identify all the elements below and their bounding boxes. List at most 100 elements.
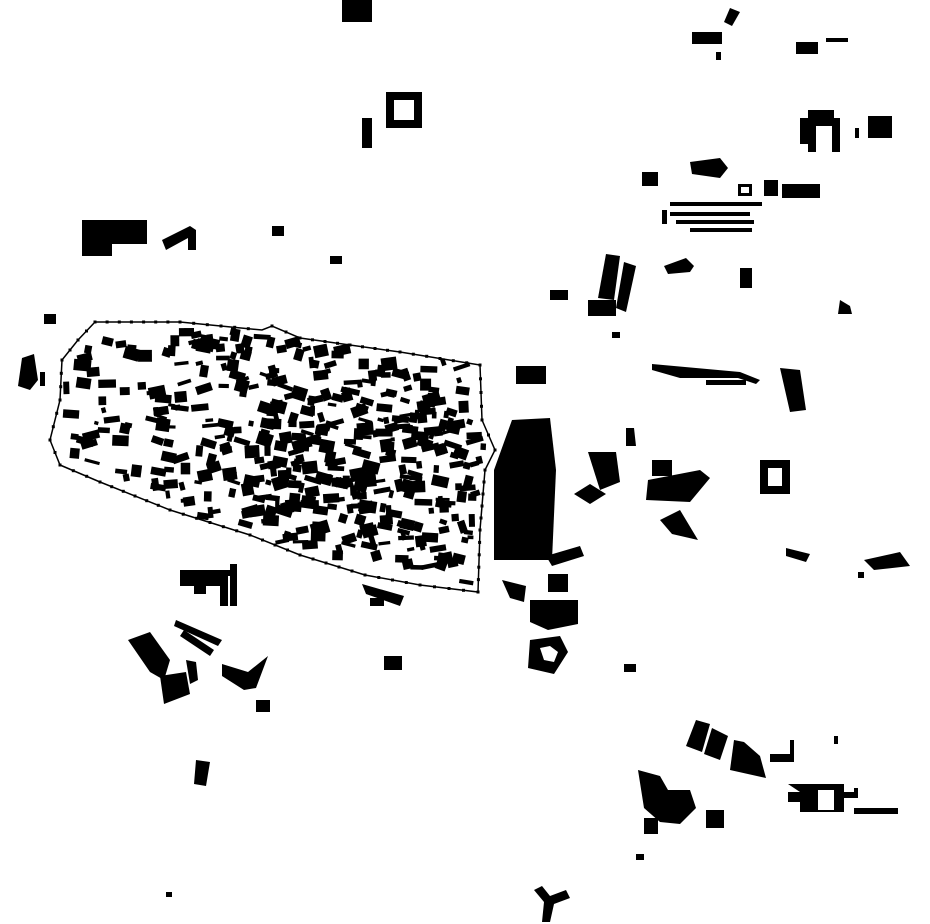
building [458,400,469,413]
building [327,465,345,472]
building [163,479,179,489]
building [180,570,234,606]
building [379,514,394,526]
building [357,470,376,485]
building [401,456,417,464]
building [530,600,578,630]
building [670,212,750,216]
building [716,52,721,60]
building [430,474,450,489]
building [706,810,724,828]
building [429,544,447,553]
building [652,364,760,384]
wall-tower [93,320,97,324]
building [82,244,112,256]
wall-tower [398,350,402,354]
building [225,468,233,481]
building [167,345,176,357]
wall-tower [465,361,469,365]
building [170,335,180,347]
building [264,445,271,456]
building [290,385,309,402]
building [399,412,414,418]
building [419,400,436,408]
wall-tower [85,329,88,333]
building [186,660,198,684]
building [241,509,252,519]
building [456,377,463,384]
building [760,460,790,494]
wall-tower [480,404,483,408]
building [322,493,340,504]
building [314,470,334,487]
wall-tower [51,425,55,429]
building [40,372,45,386]
building [255,430,274,448]
building [75,376,92,390]
building [177,378,192,387]
building [195,360,204,366]
building [446,421,462,435]
building [267,459,279,470]
wall-tower [121,489,125,493]
building [437,495,443,500]
building [194,382,213,396]
building [203,491,212,502]
building [372,429,381,438]
building [466,418,474,426]
wall-tower [438,357,442,360]
building [394,478,405,493]
building [288,421,297,428]
building [421,442,440,453]
wall-tower [480,504,484,508]
building [300,497,314,507]
wall-tower [181,512,185,516]
building [301,460,319,475]
wall-tower [447,587,451,590]
building [229,328,241,342]
building [588,452,620,490]
wall-tower [166,320,170,324]
wall-tower [404,581,408,584]
wall-tower [411,352,415,356]
building [127,344,137,349]
building [528,636,568,674]
building [206,460,222,475]
wall-tower [261,538,264,542]
building [343,379,359,385]
building [362,584,404,606]
building [84,458,100,466]
building [598,254,620,300]
building [277,469,290,483]
building [227,478,241,486]
building [412,372,422,382]
wall-tower [479,516,483,520]
building [319,387,333,402]
building [418,540,426,551]
building [263,504,278,519]
building [357,491,367,500]
building [534,886,570,922]
building [646,470,710,502]
building [229,351,238,360]
building [288,480,302,489]
building [384,656,402,670]
building [276,344,287,354]
wall-tower [418,583,422,587]
building [616,262,636,312]
building [119,387,130,396]
building [350,485,358,496]
wall-tower [298,336,302,340]
wall-tower [487,433,490,437]
building [826,38,848,42]
building [353,513,367,527]
building [690,228,752,232]
building [202,422,219,429]
wall-tower [53,451,57,454]
building [284,500,302,513]
building [82,220,147,244]
building [706,380,746,385]
building [356,529,364,539]
building [452,362,471,372]
building [403,384,413,393]
